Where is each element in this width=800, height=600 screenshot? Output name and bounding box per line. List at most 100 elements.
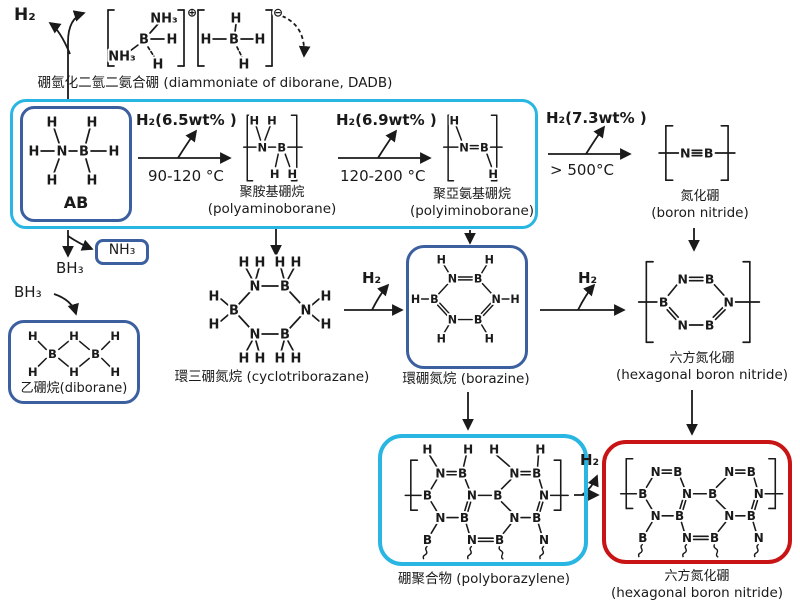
arrow-bh3-to-diborane bbox=[53, 293, 79, 316]
svg-text:H: H bbox=[535, 442, 545, 456]
svg-text:N: N bbox=[491, 293, 500, 306]
svg-text:N: N bbox=[539, 533, 549, 547]
h2-top-label: H₂ bbox=[14, 5, 36, 25]
arrow-reaction-3-h2 bbox=[585, 125, 606, 155]
svg-text:B: B bbox=[423, 489, 432, 503]
svg-text:H: H bbox=[239, 352, 250, 367]
reaction3-temp-label: > 500°C bbox=[550, 161, 614, 179]
svg-text:N: N bbox=[435, 511, 445, 525]
hbn-network-label-en: (hexagonal boron nitride) bbox=[610, 585, 784, 600]
svg-text:N: N bbox=[724, 509, 734, 523]
svg-text:B: B bbox=[474, 314, 482, 327]
svg-text:H: H bbox=[422, 442, 432, 456]
svg-text:N: N bbox=[301, 304, 312, 319]
svg-text:H: H bbox=[437, 254, 446, 267]
svg-text:H: H bbox=[28, 329, 38, 343]
svg-text:N: N bbox=[509, 511, 519, 525]
borazine-box bbox=[406, 245, 528, 369]
diborane-label: 乙硼烷(diborane) bbox=[20, 381, 128, 396]
svg-text:B: B bbox=[705, 317, 714, 332]
svg-text:N: N bbox=[651, 465, 661, 479]
svg-text:B: B bbox=[460, 511, 469, 525]
svg-text:B: B bbox=[708, 487, 717, 501]
svg-text:N: N bbox=[754, 531, 764, 545]
svg-text:H: H bbox=[69, 365, 79, 379]
svg-text:H: H bbox=[450, 114, 460, 128]
svg-text:NH₃: NH₃ bbox=[150, 12, 177, 27]
svg-text:H: H bbox=[288, 167, 298, 181]
svg-text:B: B bbox=[532, 466, 541, 480]
svg-text:H: H bbox=[255, 33, 266, 48]
svg-text:N: N bbox=[448, 314, 457, 327]
reaction1-temp-label: 90-120 °C bbox=[148, 167, 224, 185]
svg-text:B: B bbox=[710, 531, 719, 545]
arrow-dadb-cycle bbox=[281, 15, 311, 58]
svg-text:H: H bbox=[87, 174, 98, 189]
svg-text:⊕: ⊕ bbox=[187, 5, 197, 19]
svg-text:H: H bbox=[321, 290, 332, 305]
svg-text:N: N bbox=[724, 465, 734, 479]
svg-text:H: H bbox=[28, 365, 38, 379]
svg-text:B: B bbox=[474, 272, 482, 285]
hbn-network-label-zh: 六方氮化硼 bbox=[664, 569, 730, 584]
svg-text:B: B bbox=[277, 140, 286, 154]
svg-text:B: B bbox=[423, 533, 432, 547]
svg-text:N: N bbox=[678, 271, 688, 286]
boron-nitride-label-zh: 氮化硼 bbox=[680, 189, 720, 204]
svg-text:H: H bbox=[275, 256, 286, 271]
ab-box bbox=[20, 106, 132, 222]
boron-nitride-label-en: (boron nitride) bbox=[651, 205, 749, 221]
bh3-label-1: BH₃ bbox=[56, 259, 84, 277]
svg-text:B: B bbox=[705, 271, 714, 286]
polyiminoborane-label-en: (polyiminoborane) bbox=[409, 203, 535, 219]
ab-label: AB bbox=[63, 193, 89, 212]
svg-text:H: H bbox=[437, 332, 446, 345]
svg-text:B: B bbox=[139, 33, 149, 48]
svg-text:N: N bbox=[682, 531, 692, 545]
svg-text:N: N bbox=[435, 466, 445, 480]
svg-text:N: N bbox=[257, 140, 267, 154]
svg-text:B: B bbox=[91, 347, 100, 361]
svg-text:N: N bbox=[509, 466, 519, 480]
svg-text:H: H bbox=[485, 254, 494, 267]
polyborazylene-label: 硼聚合物 (polyborazylene) bbox=[397, 571, 571, 587]
bh3-label-2: BH₃ bbox=[14, 283, 42, 301]
svg-text:B: B bbox=[532, 511, 541, 525]
svg-text:N: N bbox=[754, 487, 764, 501]
svg-text:H: H bbox=[29, 145, 40, 160]
svg-text:H: H bbox=[267, 114, 277, 128]
borazine-label: 環硼氮烷 (borazine) bbox=[402, 371, 530, 387]
svg-text:H: H bbox=[110, 365, 120, 379]
svg-text:B: B bbox=[79, 145, 89, 160]
svg-text:B: B bbox=[48, 347, 57, 361]
svg-text:H: H bbox=[110, 329, 120, 343]
svg-text:B: B bbox=[229, 33, 239, 48]
svg-text:H: H bbox=[270, 167, 280, 181]
svg-text:N: N bbox=[680, 146, 691, 161]
arrow-borazine-to-hbnring-h2 bbox=[577, 283, 596, 311]
svg-text:H: H bbox=[291, 352, 302, 367]
arrow-nh3-branch bbox=[67, 235, 94, 251]
arrow-h2-release-top bbox=[48, 21, 71, 55]
svg-text:H: H bbox=[167, 33, 178, 48]
svg-text:B: B bbox=[747, 509, 756, 523]
cyclotriborazane-label: 環三硼氮烷 (cyclotriborazane) bbox=[174, 369, 370, 385]
svg-text:H: H bbox=[485, 332, 494, 345]
hbn-ring-label-zh: 六方氮化硼 bbox=[669, 351, 735, 366]
svg-text:B: B bbox=[747, 465, 756, 479]
svg-text:H: H bbox=[69, 329, 79, 343]
hbn-network-box bbox=[602, 440, 792, 564]
svg-text:N: N bbox=[459, 140, 469, 154]
svg-text:B: B bbox=[659, 294, 668, 309]
svg-text:H: H bbox=[239, 58, 250, 73]
svg-text:N: N bbox=[467, 533, 477, 547]
svg-text:N: N bbox=[724, 294, 734, 309]
svg-text:H: H bbox=[489, 442, 499, 456]
svg-text:H: H bbox=[239, 256, 250, 271]
svg-text:H: H bbox=[510, 293, 519, 306]
